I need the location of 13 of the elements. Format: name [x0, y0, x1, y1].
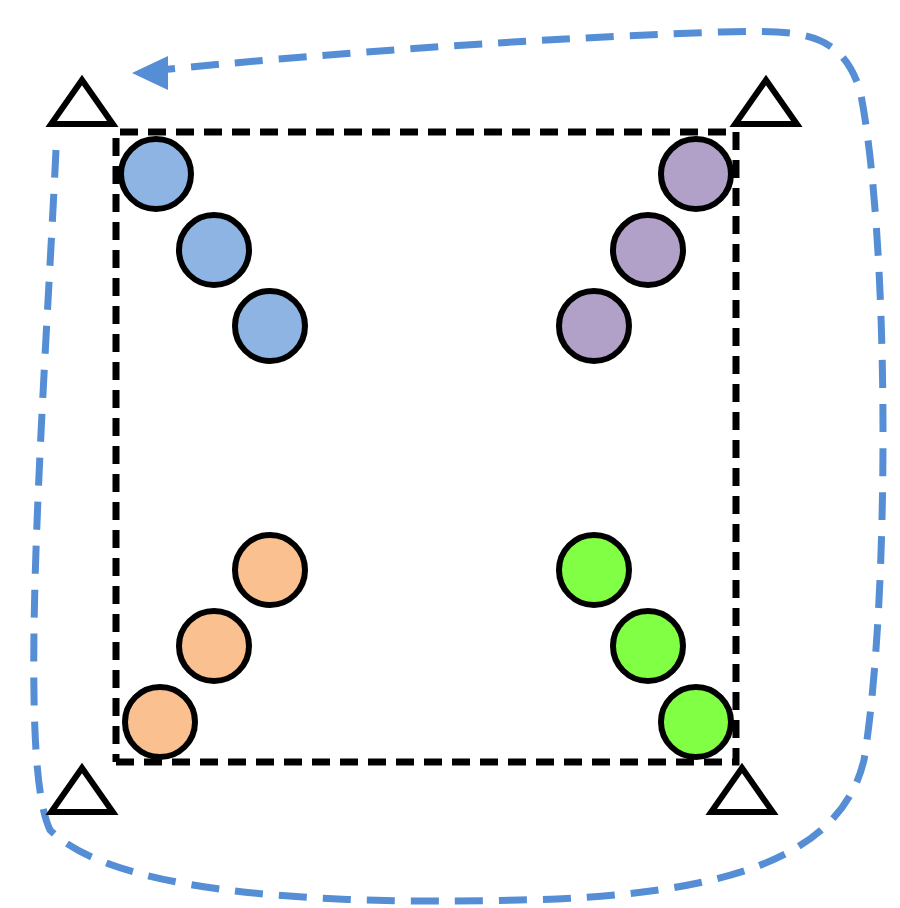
circle	[232, 532, 308, 608]
dashed-square	[112, 128, 740, 766]
circle	[610, 212, 686, 288]
circle	[658, 684, 734, 760]
circle	[176, 608, 252, 684]
circle	[610, 608, 686, 684]
circle	[232, 288, 308, 364]
circle	[556, 288, 632, 364]
circle	[658, 136, 734, 212]
circle	[122, 684, 198, 760]
circle	[176, 212, 252, 288]
circle	[118, 136, 194, 212]
circle	[556, 532, 632, 608]
